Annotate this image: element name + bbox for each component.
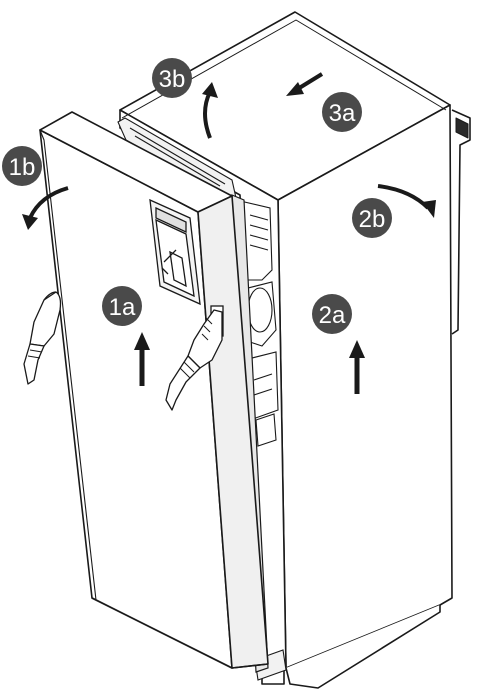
cabinet-right-side: [278, 105, 452, 668]
step-label-3a: 3a: [329, 100, 356, 127]
step-label-2a: 2a: [319, 302, 346, 329]
step-label-3b: 3b: [159, 66, 186, 93]
step-badge-1a: 1a: [102, 286, 142, 326]
step-badge-3b: 3b: [152, 58, 192, 98]
step-label-1b: 1b: [9, 154, 36, 181]
step-badge-3a: 3a: [322, 92, 362, 132]
step-badge-2b: 2b: [352, 198, 392, 238]
step-label-2b: 2b: [359, 206, 386, 233]
left-sleeve: [24, 344, 44, 384]
step-badge-1b: 1b: [2, 146, 42, 186]
step-badge-2a: 2a: [312, 294, 352, 334]
hand-left: [24, 292, 61, 384]
cabinet-vent: [452, 110, 470, 334]
hand-icon: [30, 292, 61, 346]
step-label-1a: 1a: [109, 294, 136, 321]
